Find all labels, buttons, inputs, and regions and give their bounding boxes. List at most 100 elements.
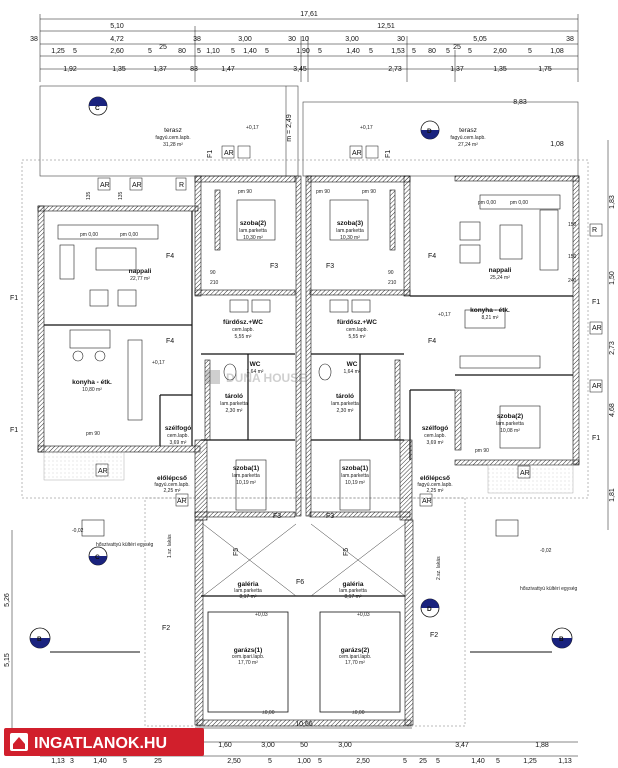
- wc-l-area: 1,64 m²: [247, 369, 264, 375]
- dim-r4-2: 2,60: [110, 48, 124, 55]
- dim-r4-21: 2,60: [493, 48, 507, 55]
- tag-f3-3: F3: [273, 513, 281, 520]
- dim-r4-0: 1,25: [51, 48, 65, 55]
- dim-b-1066: 10,66: [295, 721, 313, 728]
- idim-90-1: 90: [210, 270, 216, 276]
- szoba2-r-name: szoba(2): [497, 413, 523, 420]
- szoba1-l-area: 10,19 m²: [236, 480, 256, 486]
- nappali-r-name: nappali: [489, 267, 512, 274]
- dim-b2-5: 1,88: [535, 742, 549, 749]
- lepcso-l-area: 2,25 m²: [164, 488, 181, 494]
- top-dims-row3: 38 4,72 38 3,00 30 10 3,00 30 5,05 38: [30, 36, 574, 43]
- tag-f4-2: F4: [428, 253, 436, 260]
- dim-b3-15: 1,25: [523, 758, 537, 765]
- tarolo-l-sub: lam.parketta: [220, 401, 248, 407]
- dim-m249: m = 2,49: [286, 114, 293, 142]
- galeria-r-area: 8,17 m²: [345, 594, 362, 600]
- pm90-5: pm 90: [475, 448, 489, 454]
- tarolo-r-area: 2,30 m²: [337, 408, 354, 414]
- tag-ar-6: AR: [592, 383, 602, 390]
- furdo-r-name: fürdősz.+WC: [337, 319, 377, 326]
- dim-r3-5: 10: [301, 36, 309, 43]
- section-markers: C D C D B B: [29, 96, 573, 653]
- tag-f4-3: F4: [166, 338, 174, 345]
- idim-210-1: 210: [210, 280, 219, 286]
- hoszivattyu-r: hőszivattyú kültéri egység: [520, 586, 577, 592]
- terasz-right-area: 27,24 m²: [458, 142, 478, 148]
- szoba2-r-area: 10,08 m²: [500, 428, 520, 434]
- level-pm0-r: pm 0,00: [478, 200, 496, 206]
- dim-b2-0: 1,60: [218, 742, 232, 749]
- szelfogo-l-area: 3,69 m²: [170, 440, 187, 446]
- garazs-l-sub: cem.ipari.lapb.: [232, 654, 265, 660]
- galeria-r-sub: lam.parketta: [339, 588, 367, 594]
- furdo-r-sub: cem.lapb.: [346, 327, 368, 333]
- dim-l-515: 5,15: [4, 653, 11, 667]
- dim-b3-1: 3: [70, 758, 74, 765]
- tag-f1-right-2: F1: [592, 435, 600, 442]
- tag-f5-2: F5: [343, 548, 350, 556]
- watermark-text: INGATLANOK.HU: [34, 735, 167, 752]
- garazs-l-name: garázs(1): [234, 647, 263, 654]
- level-zero-1: ±0,00: [262, 710, 275, 716]
- szoba2-r-sub: lam.parketta: [496, 421, 524, 427]
- szelfogo-r-sub: cem.lapb.: [424, 433, 446, 439]
- dim-b2-1: 3,00: [261, 742, 275, 749]
- furdo-l-sub: cem.lapb.: [232, 327, 254, 333]
- pm90-1: pm 90: [238, 189, 252, 195]
- idim-135-2: 135: [118, 191, 124, 200]
- level-up-3: +0,17: [152, 360, 165, 366]
- dim-b2-4: 3,47: [455, 742, 469, 749]
- dim-r3-3: 3,00: [238, 36, 252, 43]
- patio-right: [487, 464, 574, 494]
- level-garage-1: +0,03: [255, 612, 268, 618]
- dim-r4-23: 1,08: [550, 48, 564, 55]
- dim-b3-10: 5: [403, 758, 407, 765]
- dim-r5-7: 1,37: [450, 66, 464, 73]
- terraces: [39, 85, 579, 177]
- room-labels: szoba(2) lam.parketta 10,30 m² szoba(3) …: [72, 220, 524, 666]
- level-pm0-l2: pm 0,00: [120, 232, 138, 238]
- tag-f1-right: F1: [592, 299, 600, 306]
- dim-r5-1: 1,35: [112, 66, 126, 73]
- furdo-l-name: fürdősz.+WC: [223, 319, 263, 326]
- center-watermark: DUNA HOUSE: [206, 370, 306, 385]
- dim-r4-7: 1,10: [206, 48, 220, 55]
- interior-walls: [44, 211, 573, 597]
- dim-r4-5: 80: [178, 48, 186, 55]
- level-pm0-l: pm 0,00: [80, 232, 98, 238]
- wc-r-area: 1,64 m²: [344, 369, 361, 375]
- dim-r3-1: 4,72: [110, 36, 124, 43]
- szoba1-l-sub: lam.parketta: [232, 473, 260, 479]
- level-garage-2: +0,03: [357, 612, 370, 618]
- dim-b3-2: 1,40: [93, 758, 107, 765]
- dim-r4-22: 5: [528, 48, 532, 55]
- dim-l-526: 5,26: [4, 593, 11, 607]
- dim-b2-3: 3,00: [338, 742, 352, 749]
- tag-ar-9: AR: [177, 498, 187, 505]
- konyha-r-area: 8,21 m²: [482, 315, 499, 321]
- dim-b3-14: 5: [496, 758, 500, 765]
- tag-ar-2: AR: [132, 182, 142, 189]
- lepcso-r-name: előlépcső: [420, 475, 450, 482]
- bottom-dims-row3: 1,13 3 1,40 5 25 2,50 5 1,00 5 2,50 5 25…: [51, 758, 572, 765]
- tag-ar-7: AR: [98, 468, 108, 475]
- hoszivattyu-l: hőszivattyú kültéri egység: [96, 542, 153, 548]
- watermark-logo-text: DUNA HOUSE: [226, 371, 306, 385]
- section-b-right: B: [559, 636, 564, 643]
- tag-f3-2: F3: [326, 263, 334, 270]
- tarolo-l-name: tároló: [225, 393, 243, 400]
- section-d-top: D: [427, 128, 432, 135]
- szoba1-l-name: szoba(1): [233, 465, 259, 472]
- garage-doors: [207, 611, 401, 713]
- terasz-left-sub: fagyú.cem.lapb.: [155, 135, 190, 141]
- tag-f3-1: F3: [270, 263, 278, 270]
- level-up-1: +0,17: [246, 125, 259, 131]
- patio-left: [43, 451, 125, 481]
- level-up-2: +0,17: [360, 125, 373, 131]
- level-pm0-r2: pm 0,00: [510, 200, 528, 206]
- tag-f1-left-2: F1: [10, 427, 18, 434]
- szoba2-l-sub: lam.parketta: [239, 228, 267, 234]
- dim-b3-13: 1,40: [471, 758, 485, 765]
